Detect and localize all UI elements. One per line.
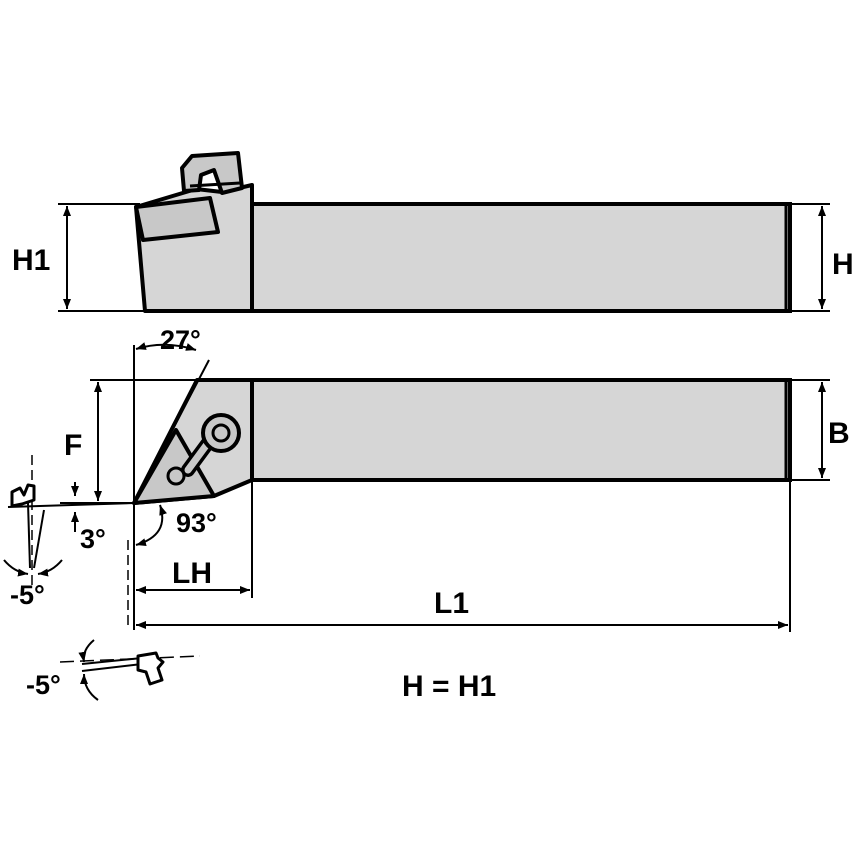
label-angle-neg5-upper: -5° [10,580,45,610]
label-angle-27: 27° [160,325,201,355]
label-angle-3: 3° [80,524,106,554]
dimension-angle-93: 93° [133,503,217,630]
label-h: H [832,248,854,281]
dimension-angle-3: 3° [7,482,135,554]
side-view-clamp-line [189,181,241,188]
label-l1: L1 [434,587,469,620]
dimension-l1: L1 [136,480,791,632]
label-b: B [828,417,850,450]
label-lh: LH [172,557,212,590]
equation-h-equals-h1: H = H1 [402,670,496,703]
dimension-b: B [790,379,850,481]
dimension-h1: H1 [12,203,146,312]
label-angle-neg5-lower: -5° [26,670,61,700]
side-view [134,151,792,313]
side-view-insert [134,196,220,242]
top-view-shank [250,378,792,482]
top-view [132,378,792,505]
dimension-h: H [790,203,854,312]
label-angle-93: 93° [176,508,217,538]
detail-neg5-upper: -5° [3,455,63,610]
dimension-angle-27: 27° [133,325,210,504]
label-h1: H1 [12,244,50,277]
side-view-shank [248,202,792,313]
detail-neg5-lower: -5° [26,540,201,701]
top-view-clamp-screw [201,413,241,453]
dimension-lh: LH [136,480,253,598]
top-view-insert-screw [166,466,186,486]
label-f: F [64,429,82,462]
